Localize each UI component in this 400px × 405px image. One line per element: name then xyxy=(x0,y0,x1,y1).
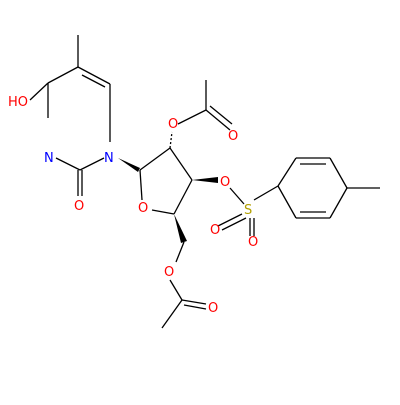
bond xyxy=(169,279,183,301)
atom-labels: HO N N O O O O O S O O O O xyxy=(8,95,258,316)
sulfonyl-o2-label: O xyxy=(248,235,258,250)
hashed-bond xyxy=(169,131,173,149)
sulfonyl-o1-label: O xyxy=(210,223,220,238)
bond xyxy=(29,82,49,101)
acetate-5-carbonyl-o-label: O xyxy=(208,301,218,316)
bond xyxy=(169,147,193,181)
bond xyxy=(209,105,233,125)
wedge-bond xyxy=(174,214,187,243)
wedge-bond xyxy=(118,158,140,172)
tosyl-ester-o-label: O xyxy=(220,175,230,190)
wedge-bond xyxy=(192,177,218,183)
bond xyxy=(173,179,193,215)
bond xyxy=(139,147,171,171)
bond xyxy=(175,241,185,263)
acetate-2-o-label: O xyxy=(168,117,178,132)
ring-n-label: N xyxy=(44,151,54,166)
bond xyxy=(229,187,245,205)
bond xyxy=(177,109,207,125)
bond xyxy=(55,157,81,171)
bond xyxy=(81,74,106,88)
ring-o-label: O xyxy=(138,201,148,216)
bond xyxy=(277,185,297,219)
sulfur-label: S xyxy=(244,203,252,218)
bond xyxy=(79,157,105,171)
ho-label: HO xyxy=(8,95,28,110)
bond xyxy=(183,304,207,310)
bond xyxy=(151,209,175,215)
bond xyxy=(329,157,348,189)
acetate-2-carbonyl-o-label: O xyxy=(228,129,238,144)
carbonyl-o-label: O xyxy=(74,199,84,214)
bond xyxy=(139,169,143,201)
bond xyxy=(161,299,183,329)
bond xyxy=(253,185,279,201)
bonds xyxy=(29,35,380,329)
bond xyxy=(77,66,111,85)
bond xyxy=(205,109,231,131)
bond xyxy=(329,187,348,219)
bond xyxy=(217,213,243,227)
bond xyxy=(221,217,247,231)
bond xyxy=(277,157,297,187)
bond xyxy=(181,299,207,305)
bond xyxy=(47,66,79,84)
glyco-n-label: N xyxy=(104,151,114,166)
acetate-5-o-label: O xyxy=(164,265,174,280)
